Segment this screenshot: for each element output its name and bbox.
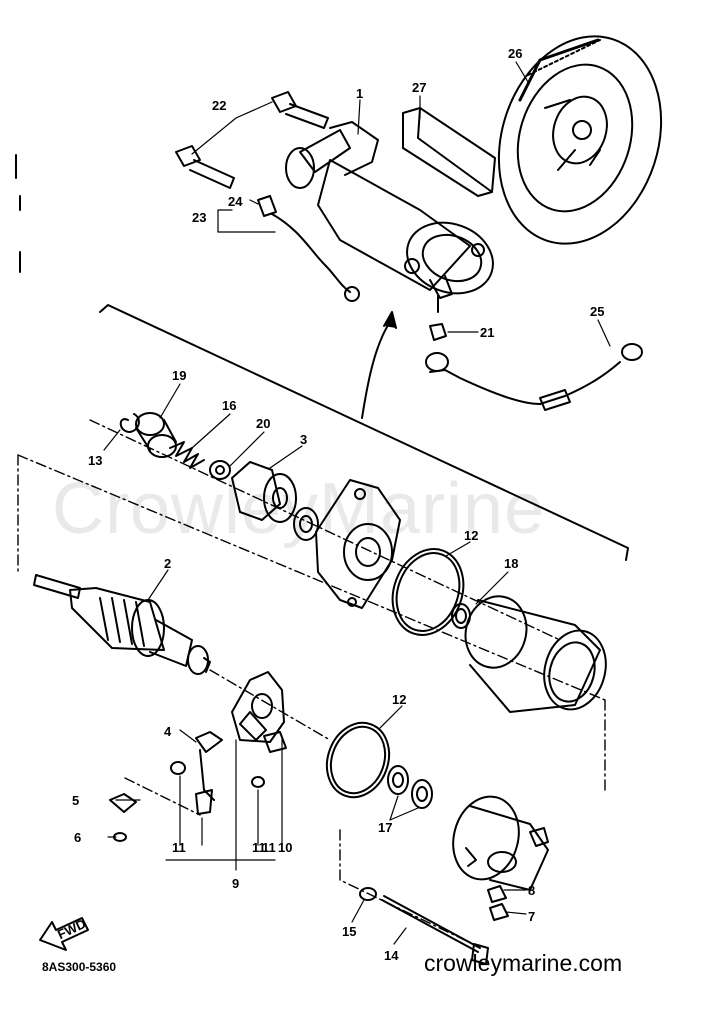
through-bolt-part <box>381 895 489 965</box>
callout-17: 17 <box>378 820 392 835</box>
bolts-part <box>175 91 329 189</box>
callout-24: 24 <box>228 194 243 209</box>
nut-7-part <box>489 903 509 921</box>
brush-holder-part <box>231 671 287 753</box>
group-bracket-upper <box>99 304 629 561</box>
cable-part <box>425 343 643 411</box>
callout-18: 18 <box>504 556 518 571</box>
callout-11c: 11 <box>262 840 276 855</box>
callout-16: 16 <box>222 398 236 413</box>
callout-5: 5 <box>72 793 79 808</box>
callout-19: 19 <box>172 368 186 383</box>
clutch-part <box>231 461 319 541</box>
callout-9: 9 <box>232 876 239 891</box>
callout-11a: 11 <box>172 840 186 855</box>
callout-4: 4 <box>164 724 172 739</box>
callout-13: 13 <box>88 453 102 468</box>
armature-part <box>33 574 211 675</box>
callout-20: 20 <box>256 416 270 431</box>
callout-8: 8 <box>528 883 535 898</box>
nut-part <box>429 323 447 341</box>
screw-part <box>195 789 213 815</box>
site-link[interactable]: crowleymarine.com <box>424 950 623 976</box>
collar-part <box>135 412 177 458</box>
callout-22: 22 <box>212 98 226 113</box>
starter-motor-assembly <box>285 121 494 313</box>
fwd-arrow-icon <box>39 917 89 951</box>
callout-2: 2 <box>164 556 171 571</box>
rubber-pad-part <box>402 107 496 197</box>
flywheel-part <box>497 35 663 245</box>
callout-21: 21 <box>480 325 494 340</box>
callout-6: 6 <box>74 830 81 845</box>
o-ring-upper <box>391 548 465 636</box>
washer-part <box>209 460 231 480</box>
margin-marks <box>15 154 21 273</box>
callout-12a: 12 <box>464 528 478 543</box>
o-ring-lower <box>325 721 391 799</box>
yoke-part <box>464 595 607 713</box>
callout-11b: 11 <box>252 840 266 855</box>
callout-12b: 12 <box>392 692 406 707</box>
assembly-arrow <box>361 321 391 419</box>
callout-14: 14 <box>384 948 399 963</box>
rear-cover-part <box>452 795 549 891</box>
leader-lines <box>103 61 611 945</box>
washer-15-part <box>359 887 377 901</box>
callout-25: 25 <box>590 304 604 319</box>
callout-27: 27 <box>412 80 426 95</box>
callout-26: 26 <box>508 46 522 61</box>
callout-10: 10 <box>278 840 292 855</box>
catalog-code: 8AS300-5360 <box>42 960 117 974</box>
callout-15: 15 <box>342 924 356 939</box>
assembly-axis <box>17 419 606 946</box>
callout-23: 23 <box>192 210 206 225</box>
callout-3: 3 <box>300 432 307 447</box>
nut-5-part <box>109 793 137 813</box>
spring-part <box>169 441 205 469</box>
front-cover-part <box>315 479 401 609</box>
washers-17-part <box>387 765 433 809</box>
nut-8-part <box>487 885 507 903</box>
washer-small-part <box>170 761 265 788</box>
callout-7: 7 <box>528 909 535 924</box>
callout-1: 1 <box>356 86 363 101</box>
lead-wire-part <box>257 195 360 302</box>
